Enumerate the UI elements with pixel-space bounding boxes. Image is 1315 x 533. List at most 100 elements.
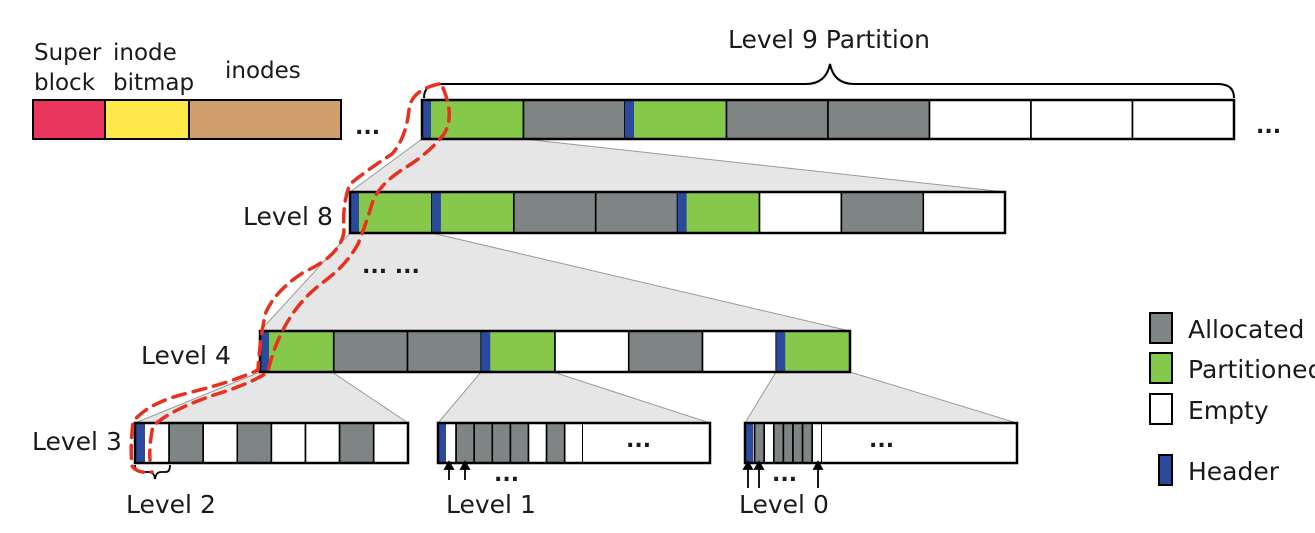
level1-cell-empty <box>563 422 584 464</box>
level4-cell-partitioned <box>480 330 556 373</box>
inode-bitmap-cell <box>104 99 190 140</box>
level9-label: Level 9 Partition <box>728 25 930 54</box>
level8-header-marker <box>431 193 441 232</box>
level1-ellipsis: ... <box>626 428 651 453</box>
level0-empty-tail <box>822 423 1017 463</box>
level8-cell-partitioned <box>431 191 515 234</box>
level9-cell-empty <box>1131 99 1235 140</box>
inode-bitmap-label-line2: bitmap <box>113 70 194 96</box>
level3-cell-allocated <box>236 422 273 464</box>
level9-header-marker <box>422 101 431 138</box>
level9-partition-row <box>421 99 1235 140</box>
level8-header-marker <box>677 193 687 232</box>
superblock-label-line2: block <box>34 70 96 96</box>
level3-header-marker <box>135 424 145 462</box>
superblock-label-line1: Super <box>34 40 102 66</box>
level8-cell-empty <box>758 191 843 234</box>
level4-cell-empty <box>554 330 630 373</box>
level8-outline <box>348 190 1007 235</box>
level9-trailing-ellipsis: ... <box>1256 114 1281 139</box>
legend-swatch-empty <box>1149 393 1173 425</box>
inodes-label: inodes <box>225 58 301 84</box>
level4-header-marker <box>481 332 491 371</box>
level0-cell-allocated <box>753 422 765 464</box>
level0-arrows <box>742 460 824 488</box>
fan-level9-to-level8 <box>348 138 1006 193</box>
level8-cell-partitioned <box>676 191 761 234</box>
level3-outline <box>133 421 410 465</box>
level9-cell-empty <box>928 99 1032 140</box>
level1-cell-allocated <box>473 422 494 464</box>
inode-bitmap-label-line1: inode <box>113 40 177 66</box>
level3-cell-allocated <box>168 422 205 464</box>
legend-label-header: Header <box>1188 457 1280 486</box>
level9-cell-allocated <box>827 99 931 140</box>
level8-cell-allocated <box>512 191 597 234</box>
level9-header-marker <box>625 101 634 138</box>
disk-ellipsis: ... <box>355 115 380 140</box>
level8-cell-allocated <box>840 191 925 234</box>
level1-cell-allocated <box>491 422 512 464</box>
level3-partition-row <box>134 422 409 464</box>
level4-header-marker <box>776 332 786 371</box>
legend-swatch-partitioned <box>1149 352 1173 384</box>
level0-cell-allocated <box>792 422 804 464</box>
level9-outline <box>420 98 1236 141</box>
level1-cell-empty <box>527 422 548 464</box>
level4-cell-allocated <box>332 330 409 373</box>
level4-cell-allocated <box>627 330 704 373</box>
level0-header-marker <box>745 424 753 462</box>
allocation-path-right <box>148 86 451 462</box>
inodes-cell <box>188 99 342 140</box>
level0-label: Level 0 <box>739 490 829 519</box>
level8-label: Level 8 <box>243 202 333 231</box>
level1-label: Level 1 <box>446 490 536 519</box>
level4-label: Level 4 <box>141 341 231 370</box>
legend-swatch-header <box>1158 454 1173 486</box>
level0-cell-allocated <box>782 422 794 464</box>
level3-cell-empty <box>202 422 239 464</box>
level0-arrow-ellipsis: ... <box>772 462 797 487</box>
level1-outline <box>436 421 712 465</box>
level2-label: Level 2 <box>126 490 216 519</box>
level1-header-marker <box>438 424 446 462</box>
legend-swatch-allocated <box>1149 312 1173 344</box>
level3-cell-allocated <box>338 422 375 464</box>
level8-partition-row <box>349 191 1006 234</box>
level9-cell-empty <box>1030 99 1134 140</box>
level1-cell-allocated <box>545 422 566 464</box>
level8-cell-partitioned <box>349 191 433 234</box>
legend-label-partitioned: Partitioned <box>1188 355 1315 384</box>
level1-empty-tail <box>583 423 710 463</box>
level4-cell-empty <box>701 330 778 373</box>
level3-cell-empty <box>372 422 409 464</box>
level1-arrow-ellipsis: ... <box>494 462 519 487</box>
level0-outline <box>743 421 1019 465</box>
level4-header-marker <box>260 332 269 371</box>
level3-cell-empty <box>304 422 341 464</box>
allocation-path-left <box>129 82 441 475</box>
level9-cell-partitioned <box>421 99 525 140</box>
level3-label: Level 3 <box>32 427 122 456</box>
superblock-cell <box>32 99 106 140</box>
fan-level4-mid-to-level1 <box>436 371 711 424</box>
level9-brace <box>423 63 1235 99</box>
level0-cell-allocated <box>801 422 813 464</box>
level0-cell-allocated <box>772 422 785 464</box>
level4-partition-row <box>259 330 851 373</box>
level8-header-marker <box>350 193 359 232</box>
level1-partition-row <box>437 422 584 464</box>
level-gap-ellipsis: ... ... <box>362 254 420 279</box>
fan-level8-to-level4 <box>258 232 851 332</box>
level4-cell-partitioned <box>775 330 851 373</box>
level1-cell-allocated <box>455 422 476 464</box>
level0-partition-row <box>744 422 823 464</box>
level0-ellipsis: ... <box>869 428 894 453</box>
level8-cell-allocated <box>594 191 679 234</box>
level9-cell-partitioned <box>624 99 728 140</box>
legend-label-allocated: Allocated <box>1188 315 1304 344</box>
level9-cell-allocated <box>522 99 626 140</box>
level0-cell-empty <box>763 422 775 464</box>
level0-cell-empty <box>811 422 823 464</box>
